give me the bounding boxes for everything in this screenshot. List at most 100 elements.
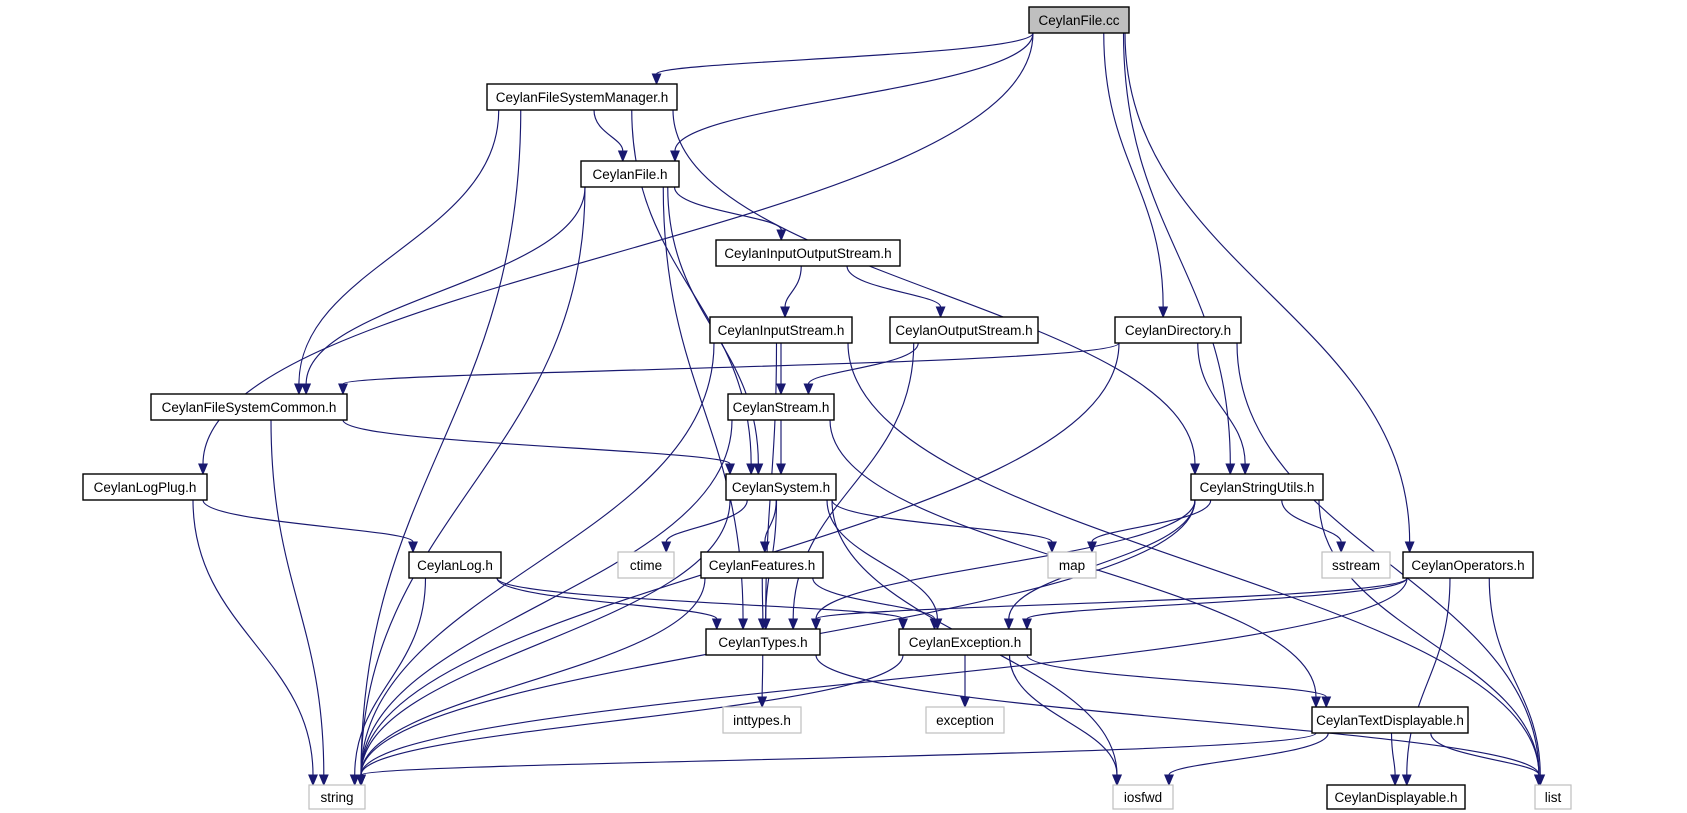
node-ctime: ctime: [617, 551, 675, 579]
node-box-fsm: [486, 83, 678, 111]
node-box-dir: [1114, 316, 1242, 344]
node-fscommon[interactable]: CeylanFileSystemCommon.h: [150, 393, 348, 421]
node-label-ops: CeylanOperators.h: [1411, 558, 1524, 573]
arrowhead-textdisp-to-disp: [1390, 774, 1401, 787]
edge-system-to-string: [360, 499, 731, 776]
edge-textdisp-to-string: [360, 732, 1317, 776]
node-label-inttypes: inttypes.h: [733, 713, 791, 728]
arrowhead-file-to-fscommon: [301, 383, 312, 396]
node-box-ins: [709, 316, 853, 344]
node-system[interactable]: CeylanSystem.h: [725, 473, 837, 501]
arrowhead-textdisp-to-string: [356, 774, 366, 787]
edge-log-to-types: [496, 577, 718, 620]
arrowhead-ops-to-types: [811, 618, 821, 631]
edge-logplug-to-log: [202, 499, 414, 543]
node-strutil[interactable]: CeylanStringUtils.h: [1190, 473, 1324, 501]
node-box-fscommon: [150, 393, 348, 421]
arrowhead-strutil-to-sstream: [1336, 541, 1347, 554]
node-label-ins: CeylanInputStream.h: [718, 323, 845, 338]
arrowhead-ios-to-ins: [780, 306, 791, 319]
arrowhead-ios-to-outs: [935, 306, 946, 319]
arrowhead-logplug-to-log: [408, 541, 418, 554]
edge-file-to-types: [662, 186, 744, 620]
arrowhead-root-to-dir: [1158, 306, 1169, 319]
node-box-logplug: [82, 473, 208, 501]
arrowhead-fsm-to-system: [746, 463, 757, 476]
node-disp[interactable]: CeylanDisplayable.h: [1326, 784, 1466, 810]
node-exc[interactable]: CeylanException.h: [898, 628, 1032, 656]
node-box-map: [1047, 551, 1097, 579]
node-stream[interactable]: CeylanStream.h: [727, 393, 835, 421]
node-box-ios: [715, 239, 901, 267]
arrowhead-textdisp-to-iosfwd: [1164, 774, 1174, 787]
node-types[interactable]: CeylanTypes.h: [705, 628, 821, 656]
node-map: map: [1047, 551, 1097, 579]
edge-file-to-ios: [673, 186, 782, 231]
arrowhead-system-to-features: [759, 541, 770, 554]
edge-features-to-types: [761, 577, 764, 620]
node-box-sstream: [1321, 551, 1391, 579]
node-label-features: CeylanFeatures.h: [709, 558, 816, 573]
node-box-disp: [1326, 784, 1466, 810]
node-box-iosfwd: [1112, 784, 1174, 810]
node-label-exception: exception: [936, 713, 994, 728]
node-label-root: CeylanFile.cc: [1038, 13, 1119, 28]
node-label-string: string: [320, 790, 353, 805]
edge-dir-to-fscommon: [342, 342, 1120, 385]
node-dir[interactable]: CeylanDirectory.h: [1114, 316, 1242, 344]
node-box-exc: [898, 628, 1032, 656]
edge-fscommon-to-system: [342, 419, 731, 465]
node-outs[interactable]: CeylanOutputStream.h: [889, 316, 1039, 344]
arrowhead-file-to-system: [753, 463, 764, 476]
node-exception: exception: [925, 706, 1005, 734]
edge-exc-to-iosfwd: [1008, 654, 1118, 776]
node-ios[interactable]: CeylanInputOutputStream.h: [715, 239, 901, 267]
node-file[interactable]: CeylanFile.h: [580, 160, 680, 188]
node-box-strutil: [1190, 473, 1324, 501]
arrowhead-exc-to-iosfwd: [1112, 774, 1122, 787]
arrowhead-logplug-to-string: [308, 774, 318, 787]
node-box-inttypes: [722, 706, 802, 734]
edge-textdisp-to-iosfwd: [1168, 732, 1329, 776]
node-label-types: CeylanTypes.h: [718, 635, 807, 650]
edge-ios-to-ins: [784, 265, 802, 308]
node-log[interactable]: CeylanLog.h: [408, 551, 502, 579]
arrowhead-dir-to-strutil: [1240, 463, 1251, 476]
edge-fsm-to-strutil: [672, 109, 1196, 465]
node-ins[interactable]: CeylanInputStream.h: [709, 316, 853, 344]
arrowhead-stream-to-textdisp: [1311, 696, 1321, 709]
node-label-textdisp: CeylanTextDisplayable.h: [1316, 713, 1464, 728]
node-label-exc: CeylanException.h: [909, 635, 1022, 650]
node-box-root: [1028, 6, 1130, 34]
arrowhead-ops-to-exc: [1022, 618, 1032, 631]
arrowhead-outs-to-stream: [803, 383, 814, 396]
node-box-stream: [727, 393, 835, 421]
edge-features-to-string: [360, 577, 706, 776]
arrowhead-ops-to-disp: [1401, 774, 1412, 787]
node-label-log: CeylanLog.h: [417, 558, 493, 573]
edge-root-to-logplug: [202, 32, 1034, 465]
node-ops[interactable]: CeylanOperators.h: [1402, 551, 1534, 579]
node-fsm[interactable]: CeylanFileSystemManager.h: [486, 83, 678, 111]
node-inttypes: inttypes.h: [722, 706, 802, 734]
node-box-features: [700, 551, 824, 579]
node-box-system: [725, 473, 837, 501]
node-logplug[interactable]: CeylanLogPlug.h: [82, 473, 208, 501]
edge-types-to-inttypes: [761, 654, 764, 698]
arrowhead-fsm-to-strutil: [1190, 463, 1200, 476]
edge-fsm-to-string: [360, 109, 522, 776]
node-box-list: [1534, 784, 1572, 810]
arrowhead-textdisp-to-list: [1534, 774, 1544, 787]
node-label-stream: CeylanStream.h: [733, 400, 830, 415]
node-textdisp[interactable]: CeylanTextDisplayable.h: [1311, 706, 1469, 734]
edge-file-to-string: [360, 186, 586, 776]
edge-ops-to-types: [815, 577, 1408, 620]
node-box-ops: [1402, 551, 1534, 579]
arrowhead-fsm-to-file: [617, 150, 628, 163]
node-root[interactable]: CeylanFile.cc: [1028, 6, 1130, 34]
node-features[interactable]: CeylanFeatures.h: [700, 551, 824, 579]
node-label-iosfwd: iosfwd: [1124, 790, 1162, 805]
edge-strutil-to-types: [815, 499, 1196, 620]
edge-root-to-file: [674, 32, 1034, 152]
